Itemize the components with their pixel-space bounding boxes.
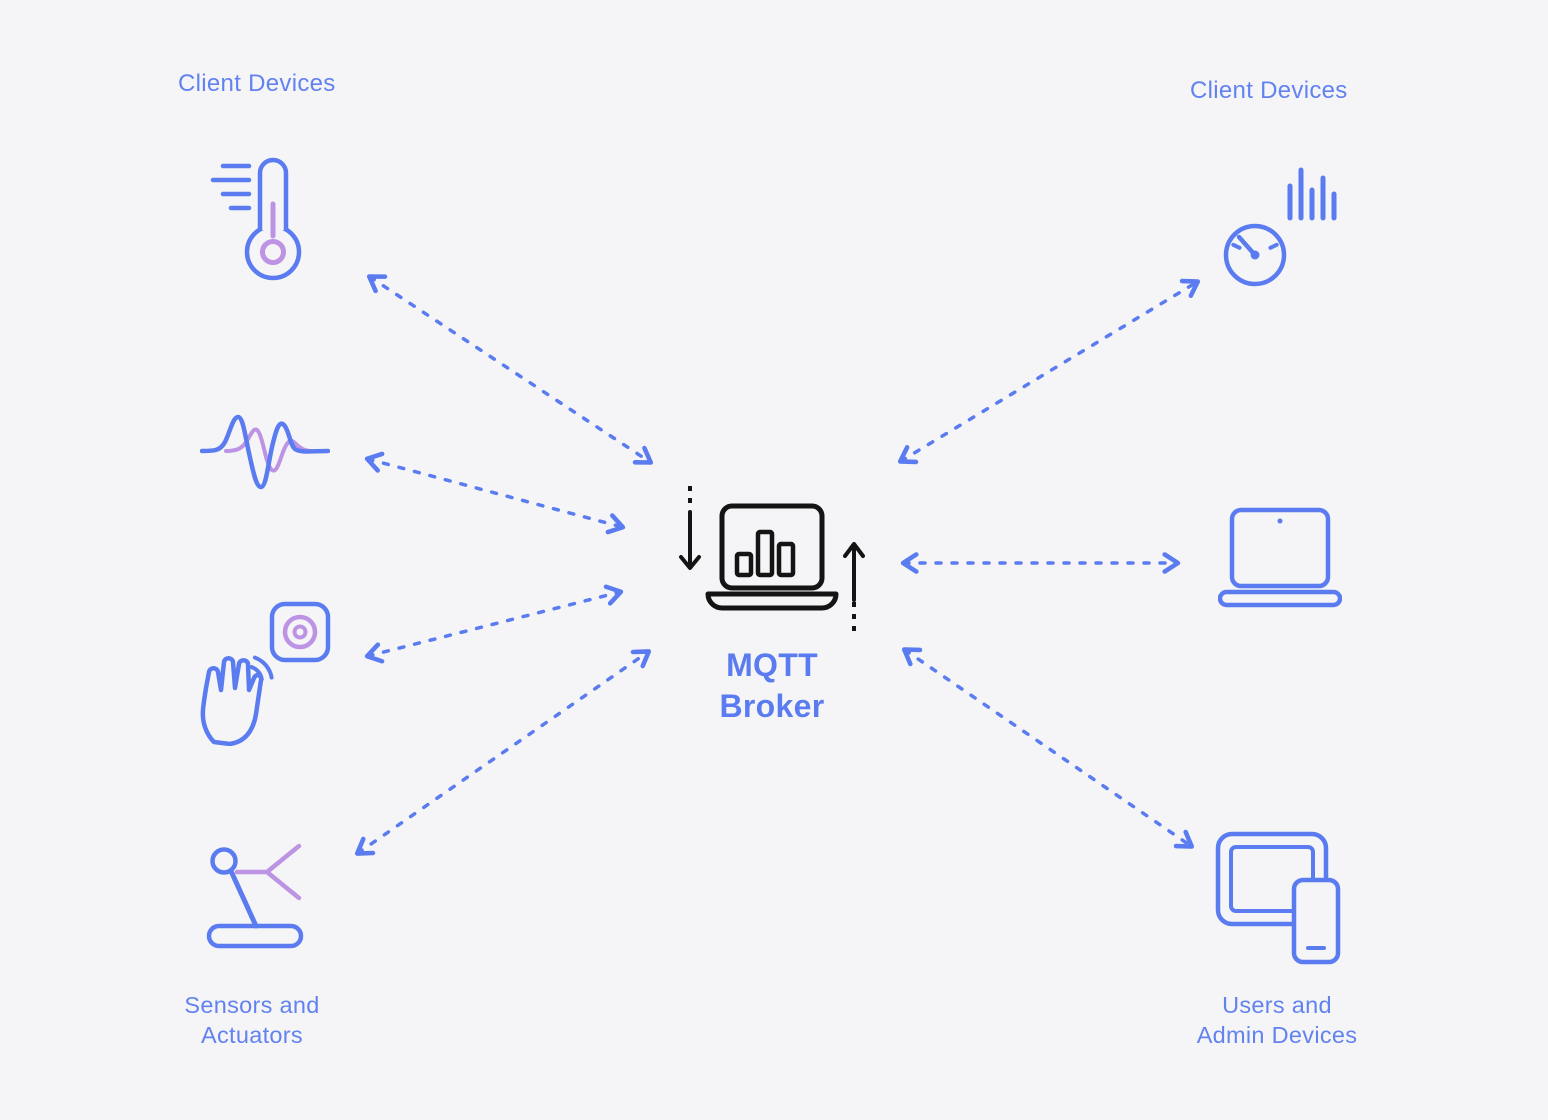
hand-outline xyxy=(200,656,264,747)
laptop-base xyxy=(1217,589,1343,608)
gauge-center-dot xyxy=(1250,250,1260,260)
hand-proximity-icon xyxy=(196,598,336,751)
gauge-ticks xyxy=(1231,242,1279,250)
laptop-screen xyxy=(1229,507,1331,589)
label-sensors-and-actuators: Sensors and Actuators xyxy=(112,991,392,1050)
arrow-waveform-broker xyxy=(364,451,626,535)
joystick-stick xyxy=(228,868,259,929)
label-line: MQTT xyxy=(726,647,818,683)
laptop-icon xyxy=(1217,506,1343,613)
laptop-camera-dot xyxy=(1277,518,1283,524)
chart-bar-small xyxy=(734,551,754,578)
signal-bars xyxy=(1287,167,1337,221)
label-line: Users and xyxy=(1222,992,1332,1018)
chart-bar-tall xyxy=(755,529,775,578)
arrow-joystick-broker xyxy=(354,649,652,856)
mqtt-broker-icon xyxy=(672,480,872,645)
phone-body xyxy=(1291,877,1341,965)
arrow-thermometer-broker xyxy=(366,274,654,465)
joystick-knob xyxy=(210,847,238,875)
arrow-admin-devices-broker xyxy=(901,647,1195,849)
down-arrowhead-icon xyxy=(679,555,701,570)
chart-bar-medium xyxy=(776,541,796,578)
thermometer-icon xyxy=(205,152,310,295)
label-client-devices-left: Client Devices xyxy=(178,70,336,97)
mqtt-broker-label: MQTT Broker xyxy=(662,645,882,727)
label-users-and-admin-devices: Users and Admin Devices xyxy=(1137,991,1417,1050)
label-line: Actuators xyxy=(201,1021,303,1048)
sensor-square xyxy=(269,601,331,663)
sensor-outer-ring xyxy=(282,614,318,650)
broker-base xyxy=(705,591,839,611)
arrow-gauge-broker xyxy=(897,278,1201,465)
joystick-base xyxy=(206,923,304,949)
actuator-fork xyxy=(234,843,302,901)
thermometer-stem xyxy=(257,157,289,230)
label-line: Admin Devices xyxy=(1196,1021,1358,1048)
label-line: Sensors and xyxy=(184,992,320,1018)
gauge-icon xyxy=(1222,160,1348,295)
waveform-icon xyxy=(199,405,331,502)
mercury-bulb-ring xyxy=(260,239,286,265)
heat-lines xyxy=(210,163,252,211)
joystick-icon xyxy=(203,838,325,965)
waveform-blue-wave xyxy=(199,414,331,490)
sensor-inner-ring xyxy=(292,624,308,640)
arrow-gesture-broker xyxy=(364,584,624,664)
label-client-devices-right: Client Devices xyxy=(1190,77,1348,104)
gauge-dial xyxy=(1223,223,1287,287)
label-line: Broker xyxy=(719,687,825,724)
tablet-phone-icon xyxy=(1212,828,1344,973)
broker-screen xyxy=(719,503,825,591)
